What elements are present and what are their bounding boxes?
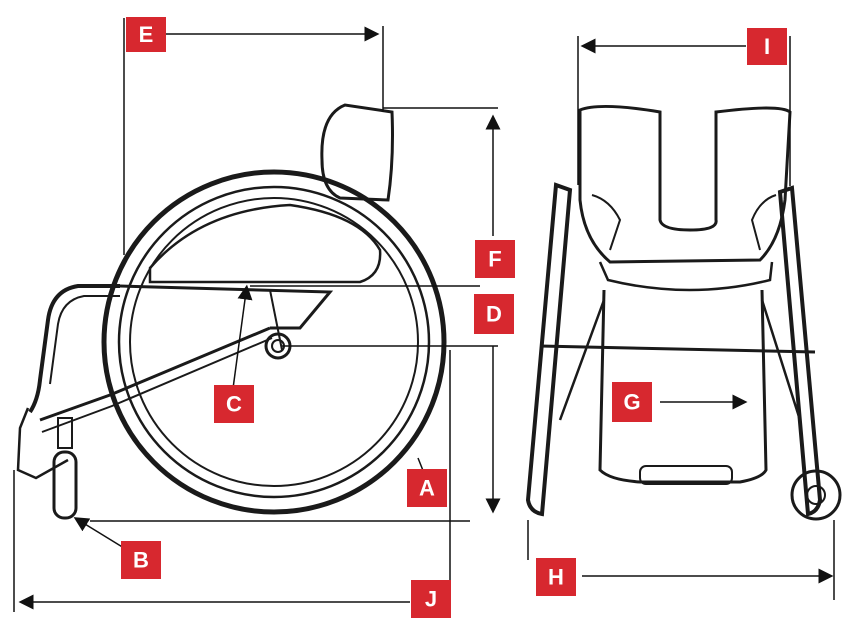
caster-bracket [16,407,69,480]
caster-stem [57,417,73,449]
badge-b-label: B [133,548,149,573]
badge-f: F [475,240,515,278]
camber-struts [558,299,802,421]
badge-d-label: D [486,302,502,327]
seat-frame [119,284,334,330]
badge-e-label: E [139,22,154,47]
badge-a-label: A [419,476,435,501]
front-frame-tubes [598,289,768,484]
front-view [525,104,842,521]
badge-h: H [536,558,576,596]
caster-wheel [52,450,78,520]
side-guards [591,194,777,251]
seat-cushion [148,203,382,284]
badge-f-bg [475,240,515,278]
front-caster [790,469,842,521]
wheel-rim-inner [129,197,419,487]
badge-a-bg [407,469,447,507]
badge-e: E [126,17,166,52]
right-wheel [777,185,823,517]
push-rim [117,185,431,499]
badge-f-label: F [488,247,501,272]
dim-c-leader [231,284,253,397]
badge-d-bg [474,294,514,334]
front-caster-hub [806,485,826,505]
badge-i-bg [747,28,787,65]
badge-j-bg [411,580,451,618]
badge-g: G [612,382,652,422]
badge-b: B [121,541,161,579]
badge-d: D [474,294,514,334]
badge-g-bg [612,382,652,422]
badge-c-label: C [226,392,242,417]
badge-h-bg [536,558,576,596]
footrest [639,465,733,485]
badge-g-label: G [623,390,640,415]
badge-c-bg [214,385,254,423]
badge-i: I [747,28,787,65]
front-frame [28,284,120,414]
frame-diagonal-inner [41,337,273,433]
badge-a: A [407,469,447,507]
axle-bar [539,344,816,354]
front-frame-inner [49,295,120,385]
side-view [16,103,447,520]
front-seat [598,261,774,292]
badge-h-label: H [548,565,564,590]
badge-j: J [411,580,451,618]
backrest [320,103,394,202]
badge-i-label: I [764,34,770,59]
badge-c: C [214,385,254,423]
badge-j-label: J [425,587,437,612]
dimension-lines [13,18,835,612]
dim-b-leader [73,517,125,549]
badge-e-bg [126,17,166,52]
left-wheel [525,182,573,517]
rear-wheel-tire [101,169,447,515]
front-backrest [578,104,792,264]
badge-b-bg [121,541,161,579]
